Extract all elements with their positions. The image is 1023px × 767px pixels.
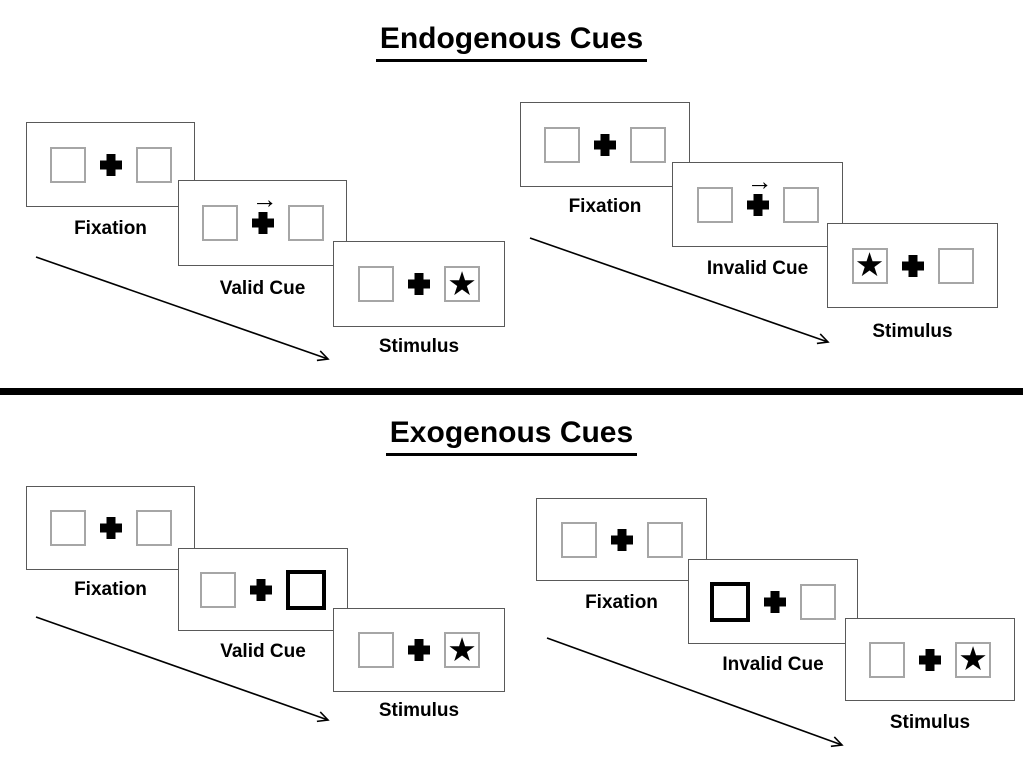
right-placeholder-box xyxy=(800,583,836,620)
panel-endo-valid-cue: → xyxy=(178,180,347,266)
right-target-box: ★ xyxy=(955,640,991,678)
fixation-cross-icon xyxy=(100,154,122,176)
fixation-cross-icon xyxy=(747,194,769,216)
panel-label-fixation: Fixation xyxy=(74,218,147,239)
panel-label-invalid-cue: Invalid Cue xyxy=(722,654,824,675)
panel-endo-invalid-cue: → xyxy=(672,162,843,247)
section-title-text: Exogenous Cues xyxy=(385,416,638,456)
left-placeholder-box xyxy=(869,641,905,678)
timeline-arrow-exo-valid xyxy=(35,616,330,723)
panel-endo-invalid-fixation xyxy=(520,102,690,187)
left-placeholder-box xyxy=(358,632,394,668)
panel-label-invalid-cue: Invalid Cue xyxy=(706,258,809,279)
panel-label-stimulus: Stimulus xyxy=(378,700,460,721)
left-placeholder-box xyxy=(560,521,597,558)
panel-label-valid-cue: Valid Cue xyxy=(219,278,306,299)
fixation-cross-icon xyxy=(100,517,122,539)
left-target-box: ★ xyxy=(851,246,888,284)
left-placeholder-box xyxy=(49,146,86,183)
section-divider xyxy=(0,388,1023,395)
left-placeholder-box xyxy=(358,266,394,302)
left-placeholder-box xyxy=(49,510,86,546)
panel-exo-valid-cue xyxy=(178,548,348,631)
panel-label-fixation: Fixation xyxy=(74,579,147,600)
right-target-box: ★ xyxy=(444,632,480,668)
cue-arrow-icon: → xyxy=(251,184,278,214)
timeline-arrow-endo-invalid xyxy=(529,237,830,345)
right-target-box: ★ xyxy=(444,266,480,302)
panel-exo-valid-fixation xyxy=(26,486,195,570)
section-title-exogenous: Exogenous Cues xyxy=(0,416,1023,456)
right-placeholder-box xyxy=(937,247,974,284)
panel-exo-invalid-cue xyxy=(688,559,858,644)
panel-endo-invalid-stimulus: ★ xyxy=(827,223,998,308)
section-title-text: Endogenous Cues xyxy=(375,22,648,62)
fixation-cross-icon xyxy=(902,255,924,277)
panel-label-stimulus: Stimulus xyxy=(378,336,460,357)
panel-label-valid-cue: Valid Cue xyxy=(220,641,306,662)
target-star-icon: ★ xyxy=(447,630,477,668)
right-placeholder-box xyxy=(782,186,819,223)
fixation-cross-icon xyxy=(611,529,633,551)
panel-label-stimulus: Stimulus xyxy=(889,712,971,733)
right-cue-box xyxy=(286,569,326,610)
right-placeholder-box xyxy=(646,521,683,558)
panel-endo-valid-stimulus: ★ xyxy=(333,241,505,327)
cue-arrow-icon: → xyxy=(746,165,773,196)
section-title-endogenous: Endogenous Cues xyxy=(0,22,1023,62)
fixation-cross-icon xyxy=(408,639,430,661)
target-star-icon: ★ xyxy=(958,640,988,677)
right-placeholder-box xyxy=(135,146,172,183)
fixation-cross-icon xyxy=(919,649,941,671)
left-placeholder-box xyxy=(544,126,580,163)
left-placeholder-box xyxy=(696,186,733,223)
right-placeholder-box xyxy=(135,510,172,546)
panel-label-fixation: Fixation xyxy=(568,196,642,217)
fixation-cross-icon xyxy=(408,273,430,295)
timeline-arrow-endo-valid xyxy=(35,256,330,362)
left-cue-box xyxy=(710,581,750,622)
fixation-cross-icon xyxy=(250,579,272,601)
target-star-icon: ★ xyxy=(447,264,477,302)
panel-exo-invalid-fixation xyxy=(536,498,707,581)
left-placeholder-box xyxy=(200,571,236,608)
target-star-icon: ★ xyxy=(854,246,885,283)
panel-label-stimulus: Stimulus xyxy=(872,321,953,342)
panel-label-fixation: Fixation xyxy=(585,592,658,613)
right-placeholder-box xyxy=(630,126,666,163)
panel-endo-valid-fixation xyxy=(26,122,195,207)
fixation-cross-icon xyxy=(252,212,274,234)
panel-exo-invalid-stimulus: ★ xyxy=(845,618,1015,701)
panel-exo-valid-stimulus: ★ xyxy=(333,608,505,692)
left-placeholder-box xyxy=(201,205,238,241)
fixation-cross-icon xyxy=(594,134,616,156)
right-placeholder-box xyxy=(287,205,324,241)
fixation-cross-icon xyxy=(764,591,786,613)
